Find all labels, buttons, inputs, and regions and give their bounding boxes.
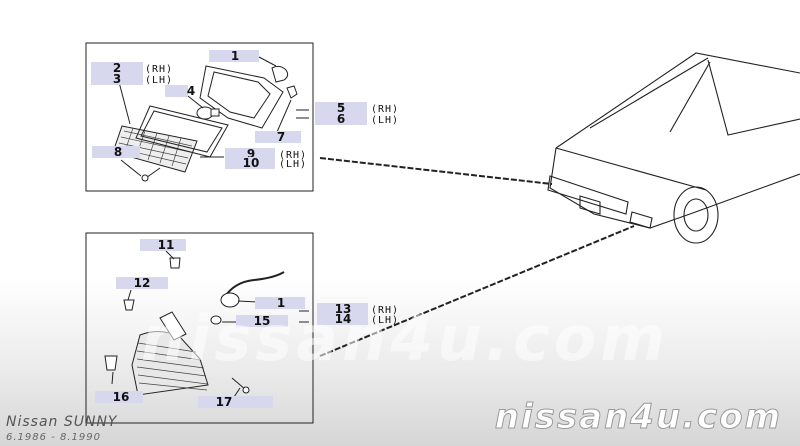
- callout-number-c3[interactable]: 3: [113, 72, 121, 86]
- clip-11: [169, 257, 181, 269]
- bulb-base: [210, 108, 220, 117]
- callout-number-c9[interactable]: 9: [247, 147, 255, 161]
- callout-tag-c8: [92, 146, 140, 158]
- callout-tag-c14: [317, 313, 368, 325]
- lens-grille: [112, 125, 198, 173]
- upper-pointer-line: [319, 157, 553, 185]
- callout-number-c8[interactable]: 8: [114, 145, 122, 159]
- car-plate: [579, 195, 601, 215]
- lower-detail-frame: [85, 232, 314, 424]
- mount-bracket: [159, 311, 187, 341]
- callout-tag-c3: [91, 73, 143, 85]
- car-roofline: [555, 52, 800, 149]
- callout-tag-c16: [95, 391, 143, 403]
- callout-number-c5[interactable]: 5: [337, 101, 345, 115]
- callout-tag-c13: [317, 303, 368, 315]
- clip: [286, 85, 298, 99]
- callout-number-c7[interactable]: 7: [277, 130, 285, 144]
- upper-parts-drawing: [112, 65, 298, 182]
- callout-side-c5: (RH): [371, 104, 399, 115]
- lower-pointer-line: [319, 225, 635, 357]
- car-illustration: [547, 52, 800, 244]
- watermark-corner: nissan4u.com: [495, 397, 782, 437]
- watermark-center: nissan4u.com: [141, 302, 669, 375]
- car-front-wheel: [673, 186, 719, 244]
- gasket-inner: [140, 110, 223, 153]
- callout-number-c4[interactable]: 4: [187, 84, 195, 98]
- wire-harness: [223, 271, 285, 299]
- callout-tag-c7: [255, 131, 301, 143]
- car-hood-line: [555, 147, 707, 191]
- callout-tag-c5: [315, 102, 367, 114]
- callout-side-c3: (LH): [145, 75, 173, 86]
- callout-number-c13[interactable]: 13: [335, 302, 352, 316]
- callout-tag-c11: [140, 239, 186, 251]
- screw-17-head: [242, 386, 250, 394]
- clip-12: [123, 299, 135, 311]
- callout-number-c1[interactable]: 1: [231, 49, 239, 63]
- callout-tag-c17: [198, 396, 273, 408]
- callout-number-c6[interactable]: 6: [337, 112, 345, 126]
- upper-leader-lines: [118, 56, 309, 177]
- callout-number-c2[interactable]: 2: [113, 61, 121, 75]
- car-a-pillar: [707, 59, 800, 136]
- callout-number-c14[interactable]: 14: [335, 312, 352, 326]
- car-front-hub: [683, 198, 709, 232]
- car-front-body: [549, 147, 800, 229]
- callout-side-c14: (LH): [371, 315, 399, 326]
- callout-number-c12[interactable]: 12: [134, 276, 151, 290]
- callout-number-c11[interactable]: 11: [158, 238, 175, 252]
- callout-tag-c1: [209, 50, 259, 62]
- socket: [220, 292, 240, 308]
- car-wiper: [669, 61, 711, 133]
- callout-tag-c12: [116, 277, 168, 289]
- callout-tag-c2: [91, 62, 143, 74]
- callout-side-c2: (RH): [145, 64, 173, 75]
- callout-side-c13: (RH): [371, 305, 399, 316]
- callout-number-c16[interactable]: 16: [113, 390, 130, 404]
- callout-number-c15[interactable]: 15: [254, 314, 271, 328]
- callout-tag-c15: [236, 315, 288, 327]
- callout-number-c1b[interactable]: 1: [277, 296, 285, 310]
- screw-head: [141, 174, 149, 182]
- callout-number-c17[interactable]: 17: [216, 395, 233, 409]
- model-years: 6.1986 - 8.1990: [6, 432, 101, 443]
- callout-tag-c1b: [255, 297, 305, 309]
- car-headlight: [629, 211, 653, 229]
- callout-side-c9: (RH): [279, 150, 307, 161]
- upper-detail-frame: [85, 42, 314, 192]
- callout-tag-c6: [315, 113, 367, 125]
- clip-16: [104, 355, 118, 371]
- callout-tag-c4: [165, 85, 188, 97]
- car-grille: [547, 175, 629, 215]
- lamp-housing-inner: [207, 71, 271, 119]
- lamp-housing: [199, 65, 284, 129]
- model-name: Nissan SUNNY: [6, 414, 118, 430]
- small-bulb: [210, 315, 222, 325]
- bulb-socket: [271, 65, 289, 83]
- callout-side-c6: (LH): [371, 115, 399, 126]
- callout-side-c10: (LH): [279, 159, 307, 170]
- callout-tag-c10: [225, 157, 275, 169]
- callout-number-c10[interactable]: 10: [243, 156, 260, 170]
- lower-parts-drawing: [104, 257, 285, 396]
- car-windshield-edge: [589, 57, 709, 129]
